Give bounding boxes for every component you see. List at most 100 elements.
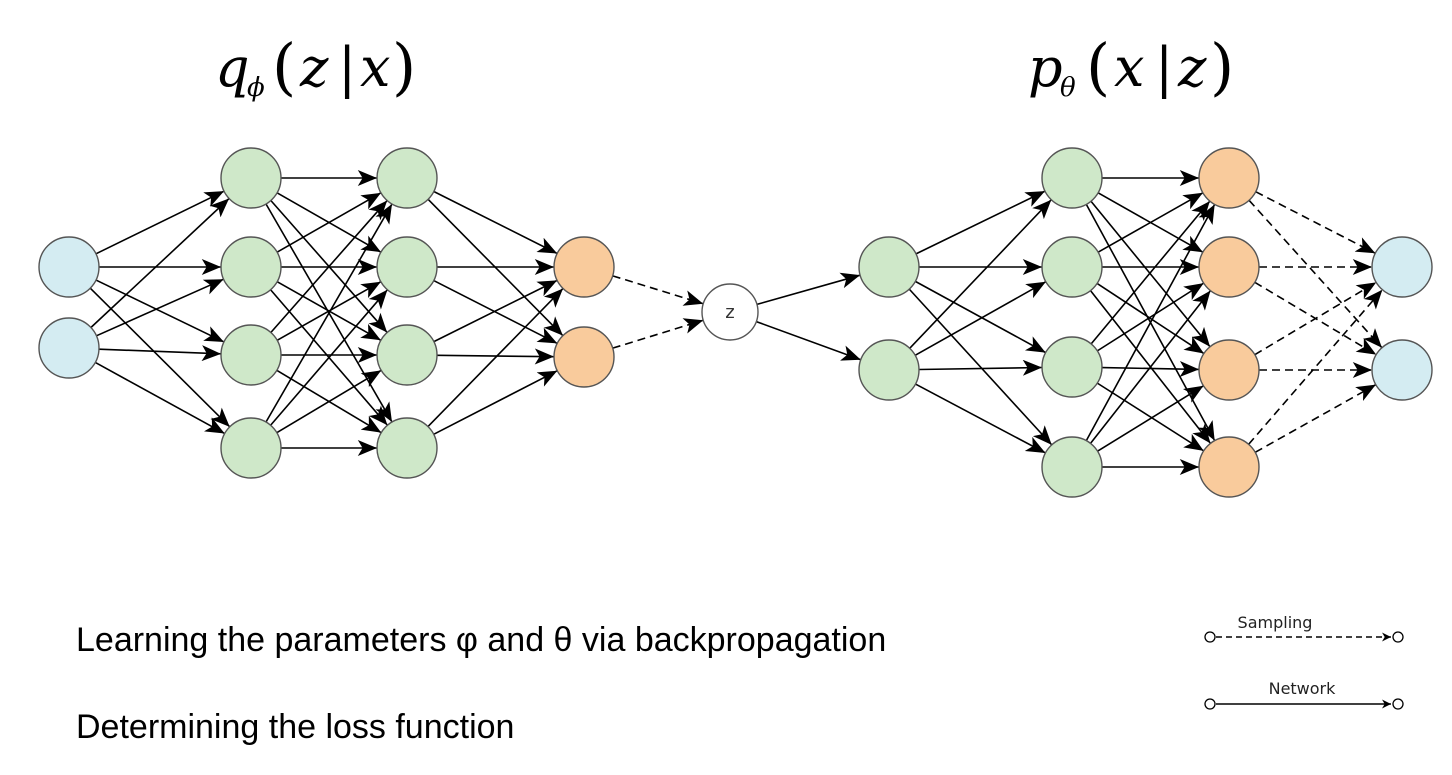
decH2-node-1	[1041, 236, 1103, 298]
decH3-node-3	[1198, 436, 1260, 498]
decH3-node-2	[1198, 339, 1260, 401]
legend-network-end	[1392, 698, 1404, 710]
decOut-node-1	[1371, 339, 1433, 401]
dec-h2-h3-edge-2-1	[1096, 282, 1205, 352]
dec-sampling-edge-3-1	[1254, 383, 1377, 454]
dec-sampling-edge-3-0	[1248, 289, 1383, 445]
dec-z-h1-edge-0-1	[756, 320, 862, 361]
decH2-node-3	[1041, 436, 1103, 498]
decOut-node-0	[1371, 236, 1433, 298]
encH2-node-3	[376, 417, 438, 479]
enc-in-h1-edge-0-2	[95, 279, 225, 343]
decH1-node-1	[858, 339, 920, 401]
enc-in-h1-edge-0-0	[95, 190, 225, 255]
encoder-title-bar: |	[338, 36, 356, 99]
enc-in-h1-edge-1-1	[96, 278, 224, 337]
enc-in-h1-edge-1-0	[90, 197, 230, 329]
network-nodes: z	[38, 147, 1433, 498]
decH3-node-0	[1198, 147, 1260, 209]
encH1-node-3	[220, 417, 282, 479]
enc-h2-out-edge-2-0	[433, 279, 558, 343]
caption-loss: Determining the loss function	[76, 708, 514, 746]
encH1-node-0	[220, 147, 282, 209]
dec-h1-h2-edge-1-1	[914, 281, 1047, 356]
encoder-title-arg1: z	[299, 36, 329, 99]
dec-h2-h3-edge-3-0	[1085, 203, 1216, 442]
encoder-title-sub: ϕ	[247, 73, 265, 103]
legend-network: Network	[1204, 679, 1404, 710]
dec-h2-h3-edge-3-2	[1097, 385, 1204, 452]
encH2-node-0	[376, 147, 438, 209]
legend-network-start	[1204, 698, 1216, 710]
encOut-node-1	[553, 326, 615, 388]
dec-h1-h2-edge-0-3	[908, 288, 1053, 446]
decoder-title-arg1: x	[1114, 36, 1144, 99]
decoder-title-lparen: (	[1086, 30, 1110, 103]
encH1-node-2	[220, 324, 282, 386]
dec-h1-h2-edge-1-2	[918, 359, 1043, 376]
encoder-title-main: q	[215, 36, 250, 99]
decH2-node-0	[1041, 147, 1103, 209]
latent-node-label: z	[725, 302, 734, 323]
decoder-title-bar: |	[1155, 36, 1173, 99]
caption-backprop: Learning the parameters φ and θ via back…	[76, 621, 886, 659]
enc-h1-h2-edge-1-0	[276, 192, 382, 253]
decH3-node-1	[1198, 236, 1260, 298]
decH1-node-0	[858, 236, 920, 298]
encOut-node-0	[553, 236, 615, 298]
encoder-title-arg2: x	[360, 36, 390, 99]
dec-h1-h2-edge-0-0	[915, 190, 1046, 255]
dec-h2-h3-edge-2-2	[1101, 361, 1200, 378]
enc-h2-out-edge-0-0	[433, 190, 558, 255]
encIn-node-0	[38, 236, 100, 298]
enc-h1-h2-edge-2-0	[270, 199, 388, 334]
dec-h2-h3-edge-1-0	[1097, 192, 1204, 253]
legend-sampling-start	[1204, 631, 1216, 643]
encIn-node-1	[38, 317, 100, 379]
enc-sampling-edge-1-0	[612, 318, 704, 349]
enc-h1-h2-edge-3-1	[269, 289, 389, 426]
enc-h1-h2-edge-2-1	[276, 281, 382, 341]
dec-sampling-edge-0-0	[1255, 191, 1376, 254]
legend-sampling-end	[1392, 631, 1404, 643]
decH2-node-2	[1041, 336, 1103, 398]
encH1-node-1	[220, 236, 282, 298]
encoder-title-rparen: )	[392, 30, 416, 103]
dec-sampling-edge-2-0	[1254, 281, 1377, 356]
enc-sampling-edge-0-0	[612, 275, 704, 306]
decoder-title-sub: θ	[1060, 73, 1076, 103]
encH2-node-1	[376, 236, 438, 298]
dec-h2-h3-edge-2-3	[1096, 382, 1205, 452]
enc-in-h1-edge-0-3	[89, 287, 231, 428]
enc-in-h1-edge-1-3	[94, 361, 226, 435]
legend: Sampling Network	[1204, 613, 1404, 710]
enc-h1-h2-edge-3-2	[276, 369, 382, 434]
dec-h2-h3-edge-2-0	[1090, 200, 1211, 345]
encH2-node-2	[376, 324, 438, 386]
network-edges	[89, 170, 1383, 475]
dec-sampling-edge-0-1	[1248, 199, 1383, 349]
dec-h2-h3-edge-1-2	[1096, 282, 1205, 355]
latent-node-0	[701, 283, 759, 341]
decoder-title-main: p	[1028, 36, 1063, 99]
dec-z-h1-edge-0-0	[756, 272, 861, 306]
encoder-title: q ϕ ( z | x )	[215, 30, 416, 103]
legend-network-label: Network	[1269, 679, 1337, 698]
enc-h2-out-edge-1-1	[433, 279, 558, 345]
legend-sampling: Sampling	[1204, 613, 1404, 643]
dec-h2-h3-edge-3-1	[1089, 290, 1212, 444]
enc-in-h1-edge-1-2	[98, 345, 222, 362]
enc-h1-h2-edge-3-0	[265, 203, 393, 423]
encoder-title-lparen: (	[272, 30, 296, 103]
decoder-title: p θ ( x | z )	[1028, 30, 1234, 103]
enc-h2-out-edge-3-1	[433, 370, 558, 435]
legend-sampling-label: Sampling	[1238, 613, 1313, 632]
enc-h2-out-edge-2-1	[436, 348, 555, 365]
dec-h2-h3-edge-0-2	[1090, 200, 1211, 348]
dec-h1-h2-edge-1-3	[915, 383, 1046, 454]
decoder-title-arg2: z	[1177, 36, 1207, 99]
enc-h2-out-edge-3-0	[427, 287, 564, 428]
dec-h1-h2-edge-1-0	[909, 199, 1052, 349]
dec-h1-h2-edge-0-2	[914, 280, 1047, 354]
